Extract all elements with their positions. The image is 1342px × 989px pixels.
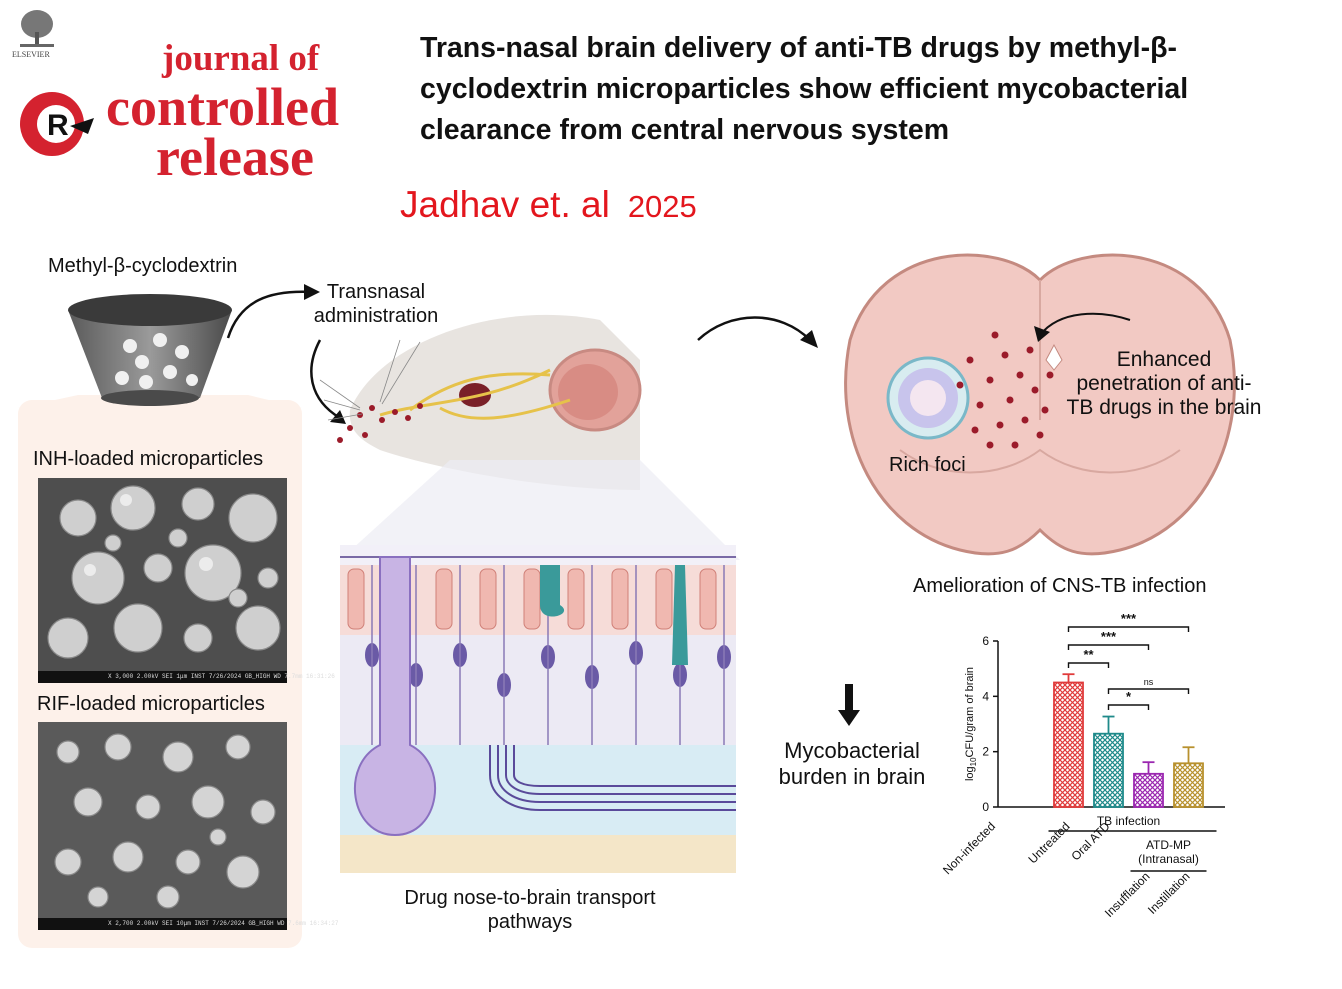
rif-sem-image: X 2,700 2.00kV SEI 10μm INST 7/26/2024 G… — [38, 722, 338, 930]
bar-instillation — [1173, 762, 1204, 808]
pathways-label: Drug nose-to-brain transport pathways — [404, 887, 656, 933]
paper-title: Trans-nasal brain delivery of anti-TB dr… — [420, 32, 1189, 146]
category-label: Instillation — [1145, 869, 1193, 917]
authors: Jadhav et. al — [400, 184, 610, 225]
y-tick-label: 6 — [982, 634, 989, 648]
rif-sem-databar: X 2,700 2.00kV SEI 10μm INST 7/26/2024 G… — [38, 918, 338, 930]
cyclodextrin-label: Methyl-β-cyclodextrin — [48, 255, 238, 277]
journal-name-line3: release — [156, 127, 314, 187]
significance-label: *** — [1101, 629, 1117, 644]
rif-microparticles-image — [38, 722, 287, 918]
journal-name-line1: journal of — [162, 38, 320, 79]
rif-label: RIF-loaded microparticles — [37, 693, 265, 715]
inh-sem-image: X 3,000 2.00kV SEI 1μm INST 7/26/2024 GB… — [38, 478, 335, 683]
inh-label: INH-loaded microparticles — [33, 448, 264, 470]
mouse-head-illustration — [319, 314, 642, 490]
authors-line: Jadhav et. al 2025 — [400, 184, 697, 226]
y-tick-label: 0 — [982, 800, 989, 814]
significance-bracket — [1067, 662, 1110, 668]
category-label: Untreated — [1025, 819, 1072, 866]
y-tick-label: 4 — [982, 689, 989, 703]
amelioration-label: Amelioration of CNS-TB infection — [913, 575, 1207, 597]
significance-bracket — [1067, 644, 1150, 650]
down-arrow-icon — [838, 684, 860, 726]
bar-insufflation — [1133, 772, 1164, 808]
group-label-tb: TB infection — [1097, 814, 1160, 828]
cyclodextrin-cup — [68, 294, 232, 406]
category-label: Non-infected — [940, 819, 998, 877]
year: 2025 — [627, 189, 697, 224]
bar-oral-atd — [1093, 732, 1124, 808]
significance-label: ns — [1144, 677, 1154, 687]
arrow-to-nose — [310, 339, 346, 424]
inh-sem-databar: X 3,000 2.00kV SEI 1μm INST 7/26/2024 GB… — [38, 671, 335, 683]
rich-foci-label: Rich foci — [889, 454, 966, 476]
y-axis-label: log10CFU/gram of brain — [964, 667, 978, 781]
publisher-name: ELSEVIER — [12, 50, 50, 59]
arrow-to-transnasal — [226, 284, 320, 339]
projection-cone — [340, 460, 740, 560]
elsevier-tree-icon — [14, 6, 60, 60]
transnasal-label: Transnasal administration — [313, 281, 439, 327]
journal-logo-mark: R — [14, 82, 98, 166]
significance-label: ** — [1083, 647, 1094, 662]
arrow-to-brain — [697, 316, 818, 348]
elsevier-logo: ELSEVIER — [12, 6, 60, 60]
significance-bracket — [1107, 704, 1150, 710]
significance-bracket — [1067, 626, 1190, 632]
enhanced-penetration-label: Enhanced penetration of anti-TB drugs in… — [1066, 348, 1262, 419]
burden-label: Mycobacterial burden in brain — [778, 738, 926, 790]
category-label: Insufflation — [1102, 869, 1153, 920]
group-label-atd: ATD-MP — [1146, 838, 1191, 852]
svg-text:R: R — [47, 109, 69, 142]
journal-name-line2: controlled — [106, 77, 339, 137]
y-tick-label: 2 — [982, 745, 989, 759]
nasal-epithelium-diagram — [340, 545, 736, 873]
significance-label: * — [1126, 689, 1132, 704]
bar-untreated — [1053, 681, 1084, 808]
inh-microparticles-image — [38, 478, 287, 671]
brain-section-illustration — [844, 253, 1236, 556]
group-label-intranasal: (Intranasal) — [1138, 852, 1199, 866]
significance-label: *** — [1121, 611, 1137, 626]
significance-bracket — [1107, 688, 1190, 694]
